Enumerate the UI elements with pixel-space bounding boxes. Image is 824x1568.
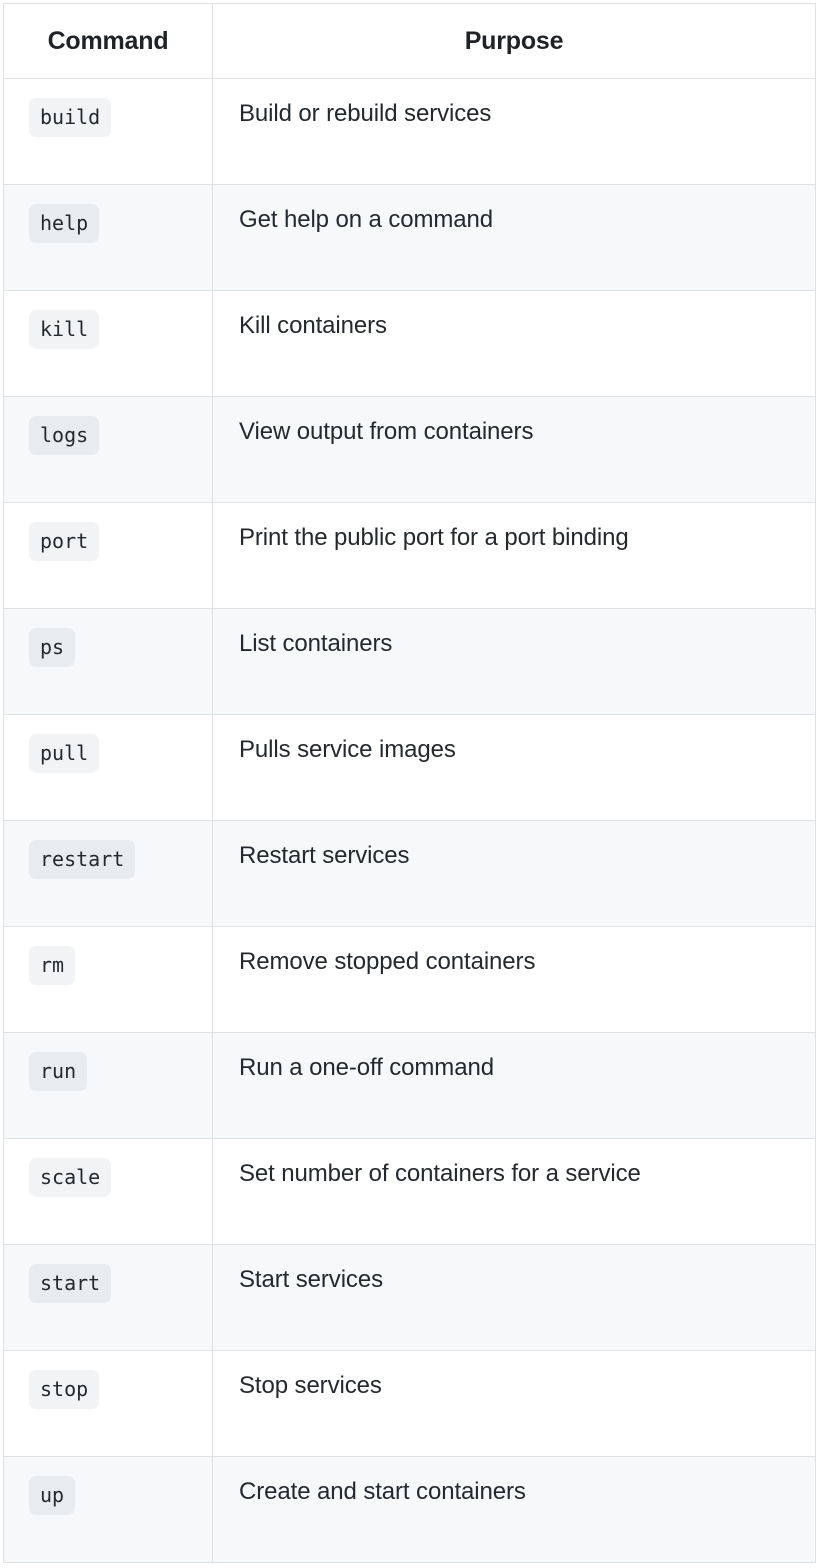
purpose-cell: Stop services xyxy=(212,1350,816,1457)
purpose-cell: Remove stopped containers xyxy=(212,926,816,1033)
purpose-cell: Set number of containers for a service xyxy=(212,1138,816,1245)
command-chip: pull xyxy=(29,734,100,773)
column-header-command: Command xyxy=(3,3,213,79)
command-chip: scale xyxy=(29,1158,112,1197)
table-row: restart Restart services xyxy=(3,820,816,927)
command-chip: help xyxy=(29,204,100,243)
column-header-purpose: Purpose xyxy=(212,3,816,79)
table-row: rm Remove stopped containers xyxy=(3,926,816,1033)
purpose-cell: Pulls service images xyxy=(212,714,816,821)
command-cell: scale xyxy=(3,1138,213,1245)
command-cell: port xyxy=(3,502,213,609)
command-cell: pull xyxy=(3,714,213,821)
purpose-cell: View output from containers xyxy=(212,396,816,503)
command-cell: kill xyxy=(3,290,213,397)
purpose-cell: Run a one-off command xyxy=(212,1032,816,1139)
table-row: start Start services xyxy=(3,1244,816,1351)
purpose-cell: Build or rebuild services xyxy=(212,78,816,185)
command-chip: start xyxy=(29,1264,112,1303)
table-row: up Create and start containers xyxy=(3,1456,816,1563)
command-cell: up xyxy=(3,1456,213,1563)
purpose-cell: Get help on a command xyxy=(212,184,816,291)
table-row: run Run a one-off command xyxy=(3,1032,816,1139)
command-chip: kill xyxy=(29,310,100,349)
table-row: stop Stop services xyxy=(3,1350,816,1457)
purpose-cell: Restart services xyxy=(212,820,816,927)
command-chip: stop xyxy=(29,1370,100,1409)
purpose-cell: Start services xyxy=(212,1244,816,1351)
table-row: build Build or rebuild services xyxy=(3,78,816,185)
table-header: Command Purpose xyxy=(3,3,816,79)
table-header-row: Command Purpose xyxy=(3,3,816,79)
purpose-cell: Kill containers xyxy=(212,290,816,397)
command-chip: ps xyxy=(29,628,76,667)
command-cell: build xyxy=(3,78,213,185)
command-chip: logs xyxy=(29,416,100,455)
command-chip: restart xyxy=(29,840,136,879)
command-cell: start xyxy=(3,1244,213,1351)
command-chip: port xyxy=(29,522,100,561)
command-cell: help xyxy=(3,184,213,291)
command-cell: rm xyxy=(3,926,213,1033)
command-chip: rm xyxy=(29,946,76,985)
table-row: kill Kill containers xyxy=(3,290,816,397)
command-chip: build xyxy=(29,98,112,137)
command-chip: up xyxy=(29,1476,76,1515)
command-cell: stop xyxy=(3,1350,213,1457)
command-cell: ps xyxy=(3,608,213,715)
table-row: help Get help on a command xyxy=(3,184,816,291)
command-cell: run xyxy=(3,1032,213,1139)
table-body: build Build or rebuild services help Get he… xyxy=(3,78,816,1563)
command-cell: logs xyxy=(3,396,213,503)
table-row: scale Set number of containers for a serv… xyxy=(3,1138,816,1245)
purpose-cell: List containers xyxy=(212,608,816,715)
command-chip: run xyxy=(29,1052,88,1091)
table-row: ps List containers xyxy=(3,608,816,715)
purpose-cell: Create and start containers xyxy=(212,1456,816,1563)
table-row: pull Pulls service images xyxy=(3,714,816,821)
table-row: port Print the public port for a port bin… xyxy=(3,502,816,609)
purpose-cell: Print the public port for a port binding xyxy=(212,502,816,609)
command-reference-table: Command Purpose build Build or rebuild se… xyxy=(3,3,816,1563)
command-cell: restart xyxy=(3,820,213,927)
table-row: logs View output from containers xyxy=(3,396,816,503)
